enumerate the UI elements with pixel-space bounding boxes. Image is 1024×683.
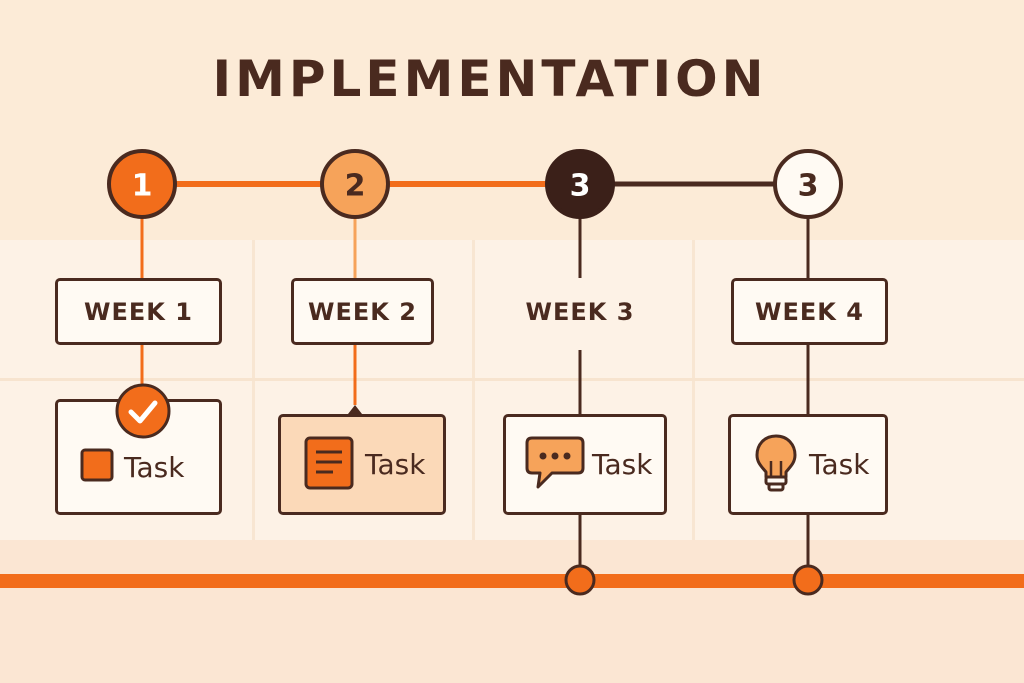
chat-bubble-icon: [524, 434, 586, 496]
week-label-3: WEEK 3: [500, 278, 660, 345]
week-label-4: WEEK 4: [731, 278, 888, 345]
step-node-4[interactable]: 3: [773, 149, 843, 219]
step-number-4: 3: [798, 169, 819, 204]
background-band-bottom: [0, 540, 1024, 683]
stem-2-arrow: [348, 405, 362, 414]
step-node-1[interactable]: 1: [107, 149, 177, 219]
column-divider: [692, 240, 695, 540]
step-number-2: 2: [345, 169, 366, 204]
task-card-4[interactable]: Task: [728, 414, 888, 515]
week-label-2: WEEK 2: [291, 278, 434, 345]
task-label-4: Task: [809, 448, 870, 481]
column-divider: [252, 240, 255, 540]
bottom-node-4: [792, 564, 824, 596]
lightbulb-icon: [753, 433, 799, 497]
task-card-3[interactable]: Task: [503, 414, 667, 515]
week-label-1: WEEK 1: [55, 278, 222, 345]
document-icon: [303, 435, 355, 495]
task-card-2[interactable]: Task: [278, 414, 446, 515]
page-title: IMPLEMENTATION: [212, 50, 768, 108]
row-divider: [0, 378, 1024, 381]
column-divider: [472, 240, 475, 540]
task-label-1: Task: [124, 450, 185, 484]
step-number-3: 3: [570, 169, 591, 204]
task-label-3: Task: [592, 448, 653, 481]
step-number-1: 1: [132, 169, 153, 204]
bottom-timeline-bar: [0, 574, 1024, 588]
check-badge-icon: [115, 383, 171, 443]
bottom-node-3: [564, 564, 596, 596]
orange-square-icon: [80, 448, 114, 486]
step-node-3[interactable]: 3: [545, 149, 615, 219]
step-node-2[interactable]: 2: [320, 149, 390, 219]
task-label-2: Task: [365, 448, 426, 481]
